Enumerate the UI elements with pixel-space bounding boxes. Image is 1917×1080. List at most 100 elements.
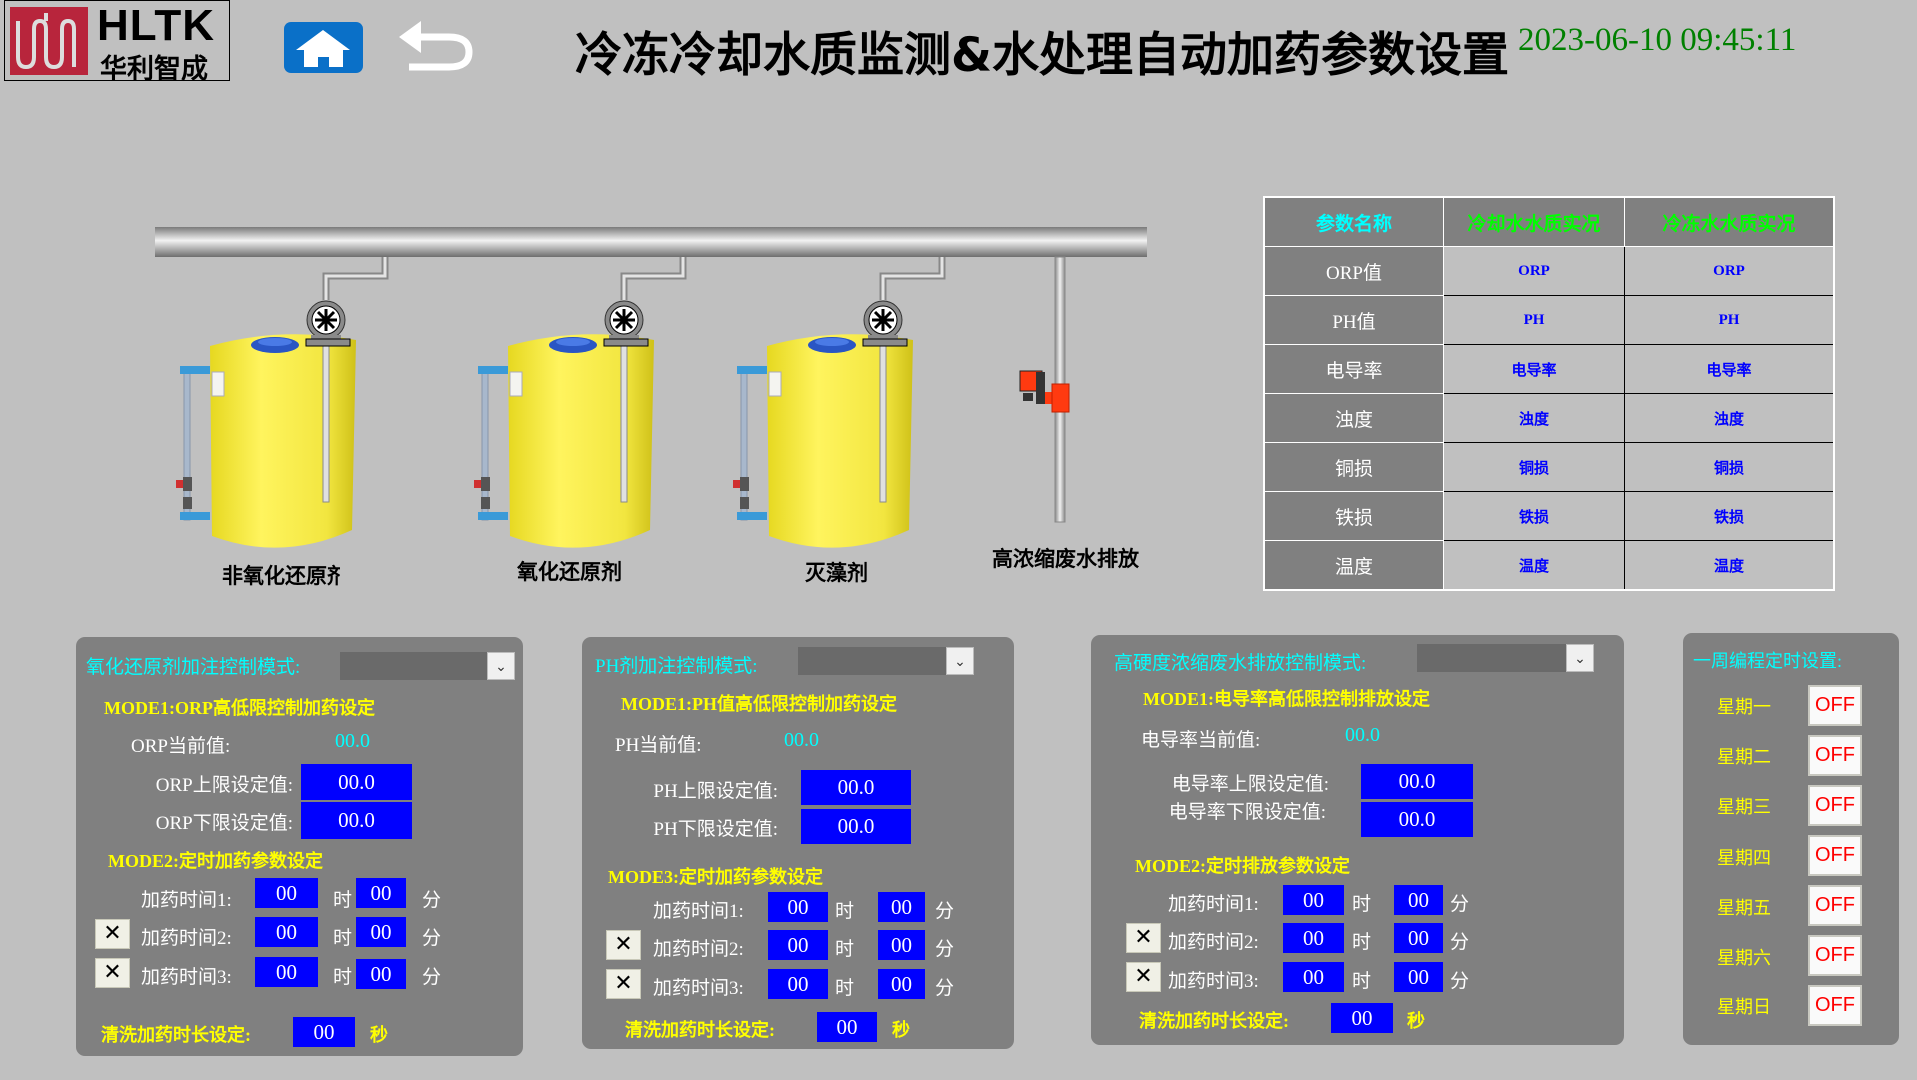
day-label: 星期二 bbox=[1717, 747, 1771, 767]
saturday-toggle[interactable]: OFF bbox=[1808, 935, 1862, 976]
param-name: 铁损 bbox=[1263, 491, 1444, 541]
lower-limit-input[interactable]: 00.0 bbox=[1361, 802, 1473, 837]
clean-duration-input[interactable]: 00 bbox=[1331, 1003, 1393, 1033]
chilled-value: PH bbox=[1624, 295, 1835, 345]
current-label: 电导率当前值: bbox=[1141, 730, 1261, 751]
ph-mode-dropdown[interactable]: ⌄ bbox=[798, 647, 974, 675]
minute-unit: 分 bbox=[1450, 894, 1470, 915]
hour-unit: 时 bbox=[835, 978, 855, 999]
process-diagram bbox=[155, 227, 1147, 560]
thursday-toggle[interactable]: OFF bbox=[1808, 835, 1862, 876]
time1-minute-input[interactable]: 00 bbox=[356, 878, 406, 908]
lower-limit-label: PH下限设定值: bbox=[653, 819, 778, 840]
time2-minute-input[interactable]: 00 bbox=[1394, 923, 1443, 953]
clean-duration-input[interactable]: 00 bbox=[293, 1017, 355, 1047]
time1-hour-input[interactable]: 00 bbox=[1283, 885, 1344, 915]
mode1-heading: MODE1:电导率高低限控制排放设定 bbox=[1143, 689, 1430, 709]
cooling-value: 浊度 bbox=[1443, 393, 1625, 443]
minute-unit: 分 bbox=[1450, 932, 1470, 953]
company-logo: HLTK 华利智成 bbox=[4, 0, 230, 85]
upper-limit-input[interactable]: 00.0 bbox=[801, 770, 911, 805]
time2-hour-input[interactable]: 00 bbox=[255, 917, 318, 947]
remove-time3-button[interactable]: ✕ bbox=[606, 969, 641, 999]
clean-duration-label: 清洗加药时长设定: bbox=[625, 1020, 775, 1040]
lower-limit-label: ORP下限设定值: bbox=[155, 813, 293, 834]
time3-minute-input[interactable]: 00 bbox=[356, 959, 406, 989]
hour-unit: 时 bbox=[333, 967, 353, 988]
time3-hour-input[interactable]: 00 bbox=[768, 969, 828, 999]
tank-algaecide bbox=[733, 257, 942, 548]
upper-limit-input[interactable]: 00.0 bbox=[1361, 764, 1473, 799]
page-title: 冷冻冷却水质监测&水处理自动加药参数设置 bbox=[575, 28, 1509, 83]
tank-oxidizing bbox=[474, 257, 683, 548]
chilled-value: 浊度 bbox=[1624, 393, 1835, 443]
time2-minute-input[interactable]: 00 bbox=[356, 917, 406, 947]
chevron-down-icon[interactable]: ⌄ bbox=[946, 647, 974, 675]
remove-time3-button[interactable]: ✕ bbox=[1126, 962, 1161, 992]
minute-unit: 分 bbox=[422, 967, 442, 988]
param-name: 铜损 bbox=[1263, 442, 1444, 492]
time3-hour-input[interactable]: 00 bbox=[1283, 962, 1344, 992]
cooling-value: 铁损 bbox=[1443, 491, 1625, 541]
back-button[interactable] bbox=[397, 17, 477, 71]
param-name: 浊度 bbox=[1263, 393, 1444, 443]
tank-label: 氧化还原剂 bbox=[517, 560, 622, 584]
chevron-down-icon[interactable]: ⌄ bbox=[1566, 644, 1594, 672]
time3-minute-input[interactable]: 00 bbox=[878, 969, 925, 999]
lower-limit-input[interactable]: 00.0 bbox=[301, 802, 412, 839]
chilled-value: 铜损 bbox=[1624, 442, 1835, 492]
time3-label: 加药时间3: bbox=[653, 978, 744, 999]
chilled-value: 电导率 bbox=[1624, 344, 1835, 394]
discharge-mode-dropdown[interactable]: ⌄ bbox=[1417, 644, 1594, 672]
monday-toggle[interactable]: OFF bbox=[1808, 685, 1862, 726]
wednesday-toggle[interactable]: OFF bbox=[1808, 785, 1862, 826]
orp-mode-dropdown[interactable]: ⌄ bbox=[340, 652, 515, 680]
time2-minute-input[interactable]: 00 bbox=[878, 930, 925, 960]
table-row: 浊度浊度浊度 bbox=[1263, 393, 1835, 443]
table-row: 温度温度温度 bbox=[1263, 540, 1835, 591]
ph-control-panel: PH剂加注控制模式: ⌄ MODE1:PH值高低限控制加药设定 PH当前值: 0… bbox=[582, 637, 1014, 1049]
table-row: 电导率电导率电导率 bbox=[1263, 344, 1835, 394]
time1-label: 加药时间1: bbox=[1168, 894, 1259, 915]
time1-minute-input[interactable]: 00 bbox=[1394, 885, 1443, 915]
remove-time3-button[interactable]: ✕ bbox=[95, 958, 130, 988]
remove-time2-button[interactable]: ✕ bbox=[1126, 923, 1161, 953]
second-unit: 秒 bbox=[370, 1025, 388, 1045]
logo-mark-icon bbox=[10, 7, 88, 75]
time1-label: 加药时间1: bbox=[141, 890, 232, 911]
table-row: 铁损铁损铁损 bbox=[1263, 491, 1835, 541]
cooling-value: 铜损 bbox=[1443, 442, 1625, 492]
time1-hour-input[interactable]: 00 bbox=[768, 892, 828, 922]
remove-time2-button[interactable]: ✕ bbox=[95, 919, 130, 949]
mode1-heading: MODE1:PH值高低限控制加药设定 bbox=[621, 694, 897, 714]
logo-subtext: 华利智成 bbox=[100, 54, 208, 85]
chilled-value: 铁损 bbox=[1624, 491, 1835, 541]
cooling-value: 温度 bbox=[1443, 540, 1625, 591]
friday-toggle[interactable]: OFF bbox=[1808, 885, 1862, 926]
time3-hour-input[interactable]: 00 bbox=[255, 957, 318, 987]
discharge-control-panel: 高硬度浓缩废水排放控制模式: ⌄ MODE1:电导率高低限控制排放设定 电导率当… bbox=[1091, 635, 1624, 1045]
chevron-down-icon[interactable]: ⌄ bbox=[487, 652, 515, 680]
time2-hour-input[interactable]: 00 bbox=[768, 930, 828, 960]
main-pipe bbox=[155, 227, 1147, 257]
discharge-valve-icon[interactable] bbox=[1019, 370, 1070, 413]
minute-unit: 分 bbox=[1450, 971, 1470, 992]
time1-hour-input[interactable]: 00 bbox=[255, 878, 318, 908]
clean-duration-input[interactable]: 00 bbox=[817, 1012, 877, 1042]
upper-limit-label: ORP上限设定值: bbox=[155, 775, 293, 796]
home-button[interactable] bbox=[284, 22, 363, 73]
upper-limit-input[interactable]: 00.0 bbox=[301, 764, 412, 800]
tuesday-toggle[interactable]: OFF bbox=[1808, 735, 1862, 776]
remove-time2-button[interactable]: ✕ bbox=[606, 930, 641, 960]
current-value: 00.0 bbox=[784, 729, 819, 751]
sunday-toggle[interactable]: OFF bbox=[1808, 985, 1862, 1026]
day-label: 星期四 bbox=[1717, 848, 1771, 868]
weekly-schedule-panel: 一周编程定时设置: 星期一 OFF 星期二 OFF 星期三 OFF 星期四 OF… bbox=[1683, 633, 1899, 1045]
time1-minute-input[interactable]: 00 bbox=[878, 892, 925, 922]
lower-limit-input[interactable]: 00.0 bbox=[801, 809, 911, 844]
datetime-display: 2023-06-10 09:45:11 bbox=[1518, 22, 1797, 58]
time2-hour-input[interactable]: 00 bbox=[1283, 923, 1344, 953]
time3-minute-input[interactable]: 00 bbox=[1394, 962, 1443, 992]
cooling-value: ORP bbox=[1443, 246, 1625, 296]
